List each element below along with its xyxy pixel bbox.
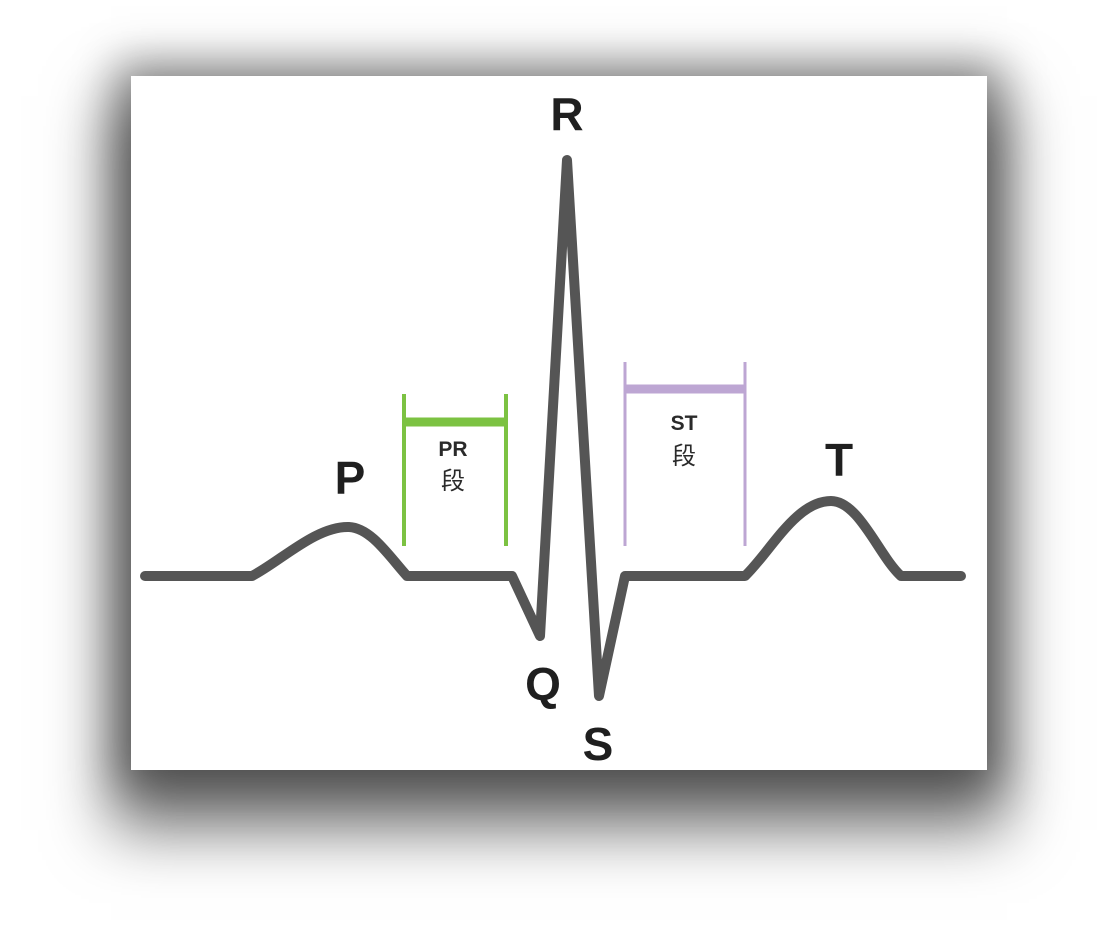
wave-label-q: Q	[525, 658, 561, 710]
st-segment-bracket	[623, 362, 747, 546]
st-segment-name: ST	[671, 412, 698, 435]
wave-label-r: R	[550, 88, 583, 140]
ecg-card: R P T Q S PR 段 ST 段	[131, 76, 987, 770]
wave-label-s: S	[583, 718, 614, 770]
pr-segment-name: PR	[438, 438, 467, 461]
st-segment-word: 段	[672, 442, 696, 470]
ecg-trace	[140, 155, 966, 701]
pr-segment-bracket	[402, 394, 508, 546]
wave-label-t: T	[825, 434, 853, 486]
pr-segment-word: 段	[441, 467, 465, 495]
wave-label-p: P	[335, 452, 366, 504]
ecg-diagram: R P T Q S PR 段 ST 段	[140, 88, 966, 770]
